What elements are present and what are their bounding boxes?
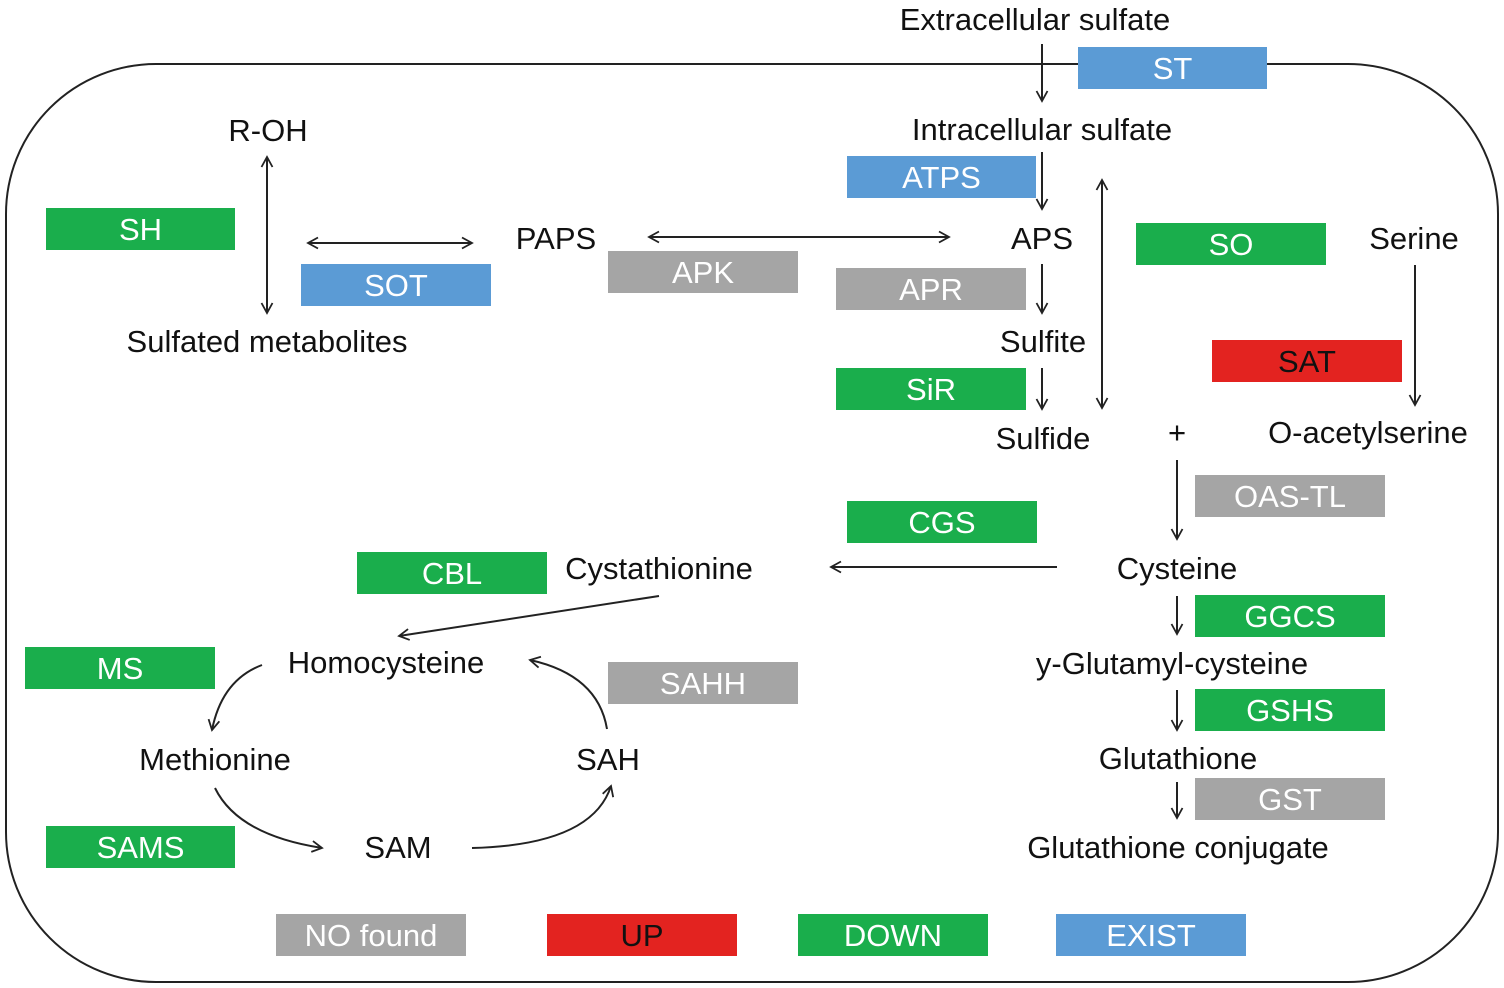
metabolite-sulfite: Sulfite	[1000, 324, 1086, 359]
enzyme-so-label: SO	[1209, 227, 1254, 262]
legend-label-down: DOWN	[844, 918, 942, 953]
metabolite-sam: SAM	[364, 830, 431, 865]
enzyme-gst-label: GST	[1258, 782, 1322, 817]
edge-cystathionine-to-homocysteine	[397, 595, 660, 641]
enzyme-ms-box	[25, 647, 215, 689]
metabolite-glutathione: Glutathione	[1099, 741, 1258, 776]
edge-homocysteine-to-methionine	[207, 664, 263, 732]
enzyme-gshs-label: GSHS	[1246, 693, 1334, 728]
enzyme-sahh-label: SAHH	[660, 666, 746, 701]
enzyme-sh: SH	[46, 208, 235, 250]
edge-sam-to-sah	[471, 784, 615, 849]
metabolite-r-oh: R-OH	[228, 113, 307, 148]
metabolite-sulfated-metabolites: Sulfated metabolites	[127, 324, 408, 359]
enzyme-sams-label: SAMS	[97, 830, 185, 865]
enzyme-sams: SAMS	[46, 826, 235, 868]
legend-label-up: UP	[620, 918, 663, 953]
legend-swatch-down	[798, 914, 988, 956]
metabolite-extracellular-sulfate: Extracellular sulfate	[900, 2, 1171, 37]
metabolite-serine: Serine	[1369, 221, 1459, 256]
metabolite-cystathionine: Cystathionine	[565, 551, 753, 586]
enzyme-atps: ATPS	[847, 156, 1036, 198]
enzyme-st-box	[1078, 47, 1267, 89]
cell-membrane-outline	[5, 63, 1499, 983]
enzyme-cbl: CBL	[357, 552, 547, 594]
enzyme-sir-box	[836, 368, 1026, 410]
enzyme-sir-label: SiR	[906, 372, 956, 407]
legend: NO found UP DOWN EXIST	[276, 914, 1246, 956]
enzyme-sir: SiR	[836, 368, 1026, 410]
enzyme-ms-label: MS	[97, 651, 144, 686]
enzyme-st-label: ST	[1153, 51, 1193, 86]
enzyme-gst-box	[1195, 778, 1385, 820]
legend-label-exist: EXIST	[1106, 918, 1196, 953]
edge-sah-to-homocysteine	[528, 655, 608, 730]
enzyme-apk-label: APK	[672, 255, 734, 290]
enzyme-apr: APR	[836, 268, 1026, 310]
metabolite-glutathione-conjugate: Glutathione conjugate	[1027, 830, 1329, 865]
enzyme-cgs-label: CGS	[908, 505, 975, 540]
enzyme-sot-label: SOT	[364, 268, 428, 303]
metabolite-sah: SAH	[576, 742, 640, 777]
enzyme-apr-box	[836, 268, 1026, 310]
enzyme-sh-label: SH	[119, 212, 162, 247]
legend-swatch-not-found	[276, 914, 466, 956]
metabolite-sulfide: Sulfide	[996, 421, 1091, 456]
enzyme-ggcs-label: GGCS	[1244, 599, 1335, 634]
enzyme-sot: SOT	[301, 264, 491, 306]
metabolite-homocysteine: Homocysteine	[288, 645, 484, 680]
metabolite-cysteine: Cysteine	[1117, 551, 1238, 586]
legend-item-down: DOWN	[798, 914, 988, 956]
metabolite-methionine: Methionine	[139, 742, 291, 777]
enzyme-atps-box	[847, 156, 1036, 198]
enzyme-apk-box	[608, 251, 798, 293]
enzyme-sams-box	[46, 826, 235, 868]
enzyme-apk: APK	[608, 251, 798, 293]
enzyme-sahh: SAHH	[608, 662, 798, 704]
enzyme-oas-tl-label: OAS-TL	[1234, 479, 1346, 514]
legend-item-exist: EXIST	[1056, 914, 1246, 956]
enzyme-so: SO	[1136, 223, 1326, 265]
enzyme-cbl-label: CBL	[422, 556, 482, 591]
metabolite-intracellular-sulfate: Intracellular sulfate	[912, 112, 1172, 147]
enzyme-oas-tl: OAS-TL	[1195, 475, 1385, 517]
metabolite-labels: Extracellular sulfate Intracellular sulf…	[127, 2, 1468, 865]
legend-swatch-up	[547, 914, 737, 956]
plus-sign: +	[1168, 415, 1186, 450]
legend-item-up: UP	[547, 914, 737, 956]
enzyme-cbl-box	[357, 552, 547, 594]
metabolite-gamma-glutamyl-cysteine: y-Glutamyl-cysteine	[1036, 646, 1308, 681]
legend-label-not-found: NO found	[305, 918, 438, 953]
enzyme-st: ST	[1078, 47, 1267, 89]
metabolite-o-acetylserine: O-acetylserine	[1268, 415, 1468, 450]
enzyme-cgs-box	[847, 501, 1037, 543]
enzyme-sahh-box	[608, 662, 798, 704]
enzyme-sat: SAT	[1212, 340, 1402, 382]
enzyme-so-box	[1136, 223, 1326, 265]
enzyme-oas-tl-box	[1195, 475, 1385, 517]
enzyme-gst: GST	[1195, 778, 1385, 820]
enzyme-apr-label: APR	[899, 272, 963, 307]
enzyme-cgs: CGS	[847, 501, 1037, 543]
legend-swatch-exist	[1056, 914, 1246, 956]
metabolite-paps: PAPS	[516, 221, 596, 256]
legend-item-not-found: NO found	[276, 914, 466, 956]
enzyme-sot-box	[301, 264, 491, 306]
enzyme-gshs: GSHS	[1195, 689, 1385, 731]
enzyme-sh-box	[46, 208, 235, 250]
enzyme-sat-label: SAT	[1278, 344, 1336, 379]
enzyme-atps-label: ATPS	[902, 160, 981, 195]
enzyme-sat-box	[1212, 340, 1402, 382]
pathway-edges	[207, 44, 1422, 853]
enzyme-ggcs-box	[1195, 595, 1385, 637]
enzyme-ms: MS	[25, 647, 215, 689]
edge-methionine-to-sam	[214, 787, 324, 853]
enzyme-boxes: ST ATPS SH SOT APK APR SO SAT	[25, 47, 1402, 868]
enzyme-gshs-box	[1195, 689, 1385, 731]
enzyme-ggcs: GGCS	[1195, 595, 1385, 637]
metabolite-aps: APS	[1011, 221, 1073, 256]
